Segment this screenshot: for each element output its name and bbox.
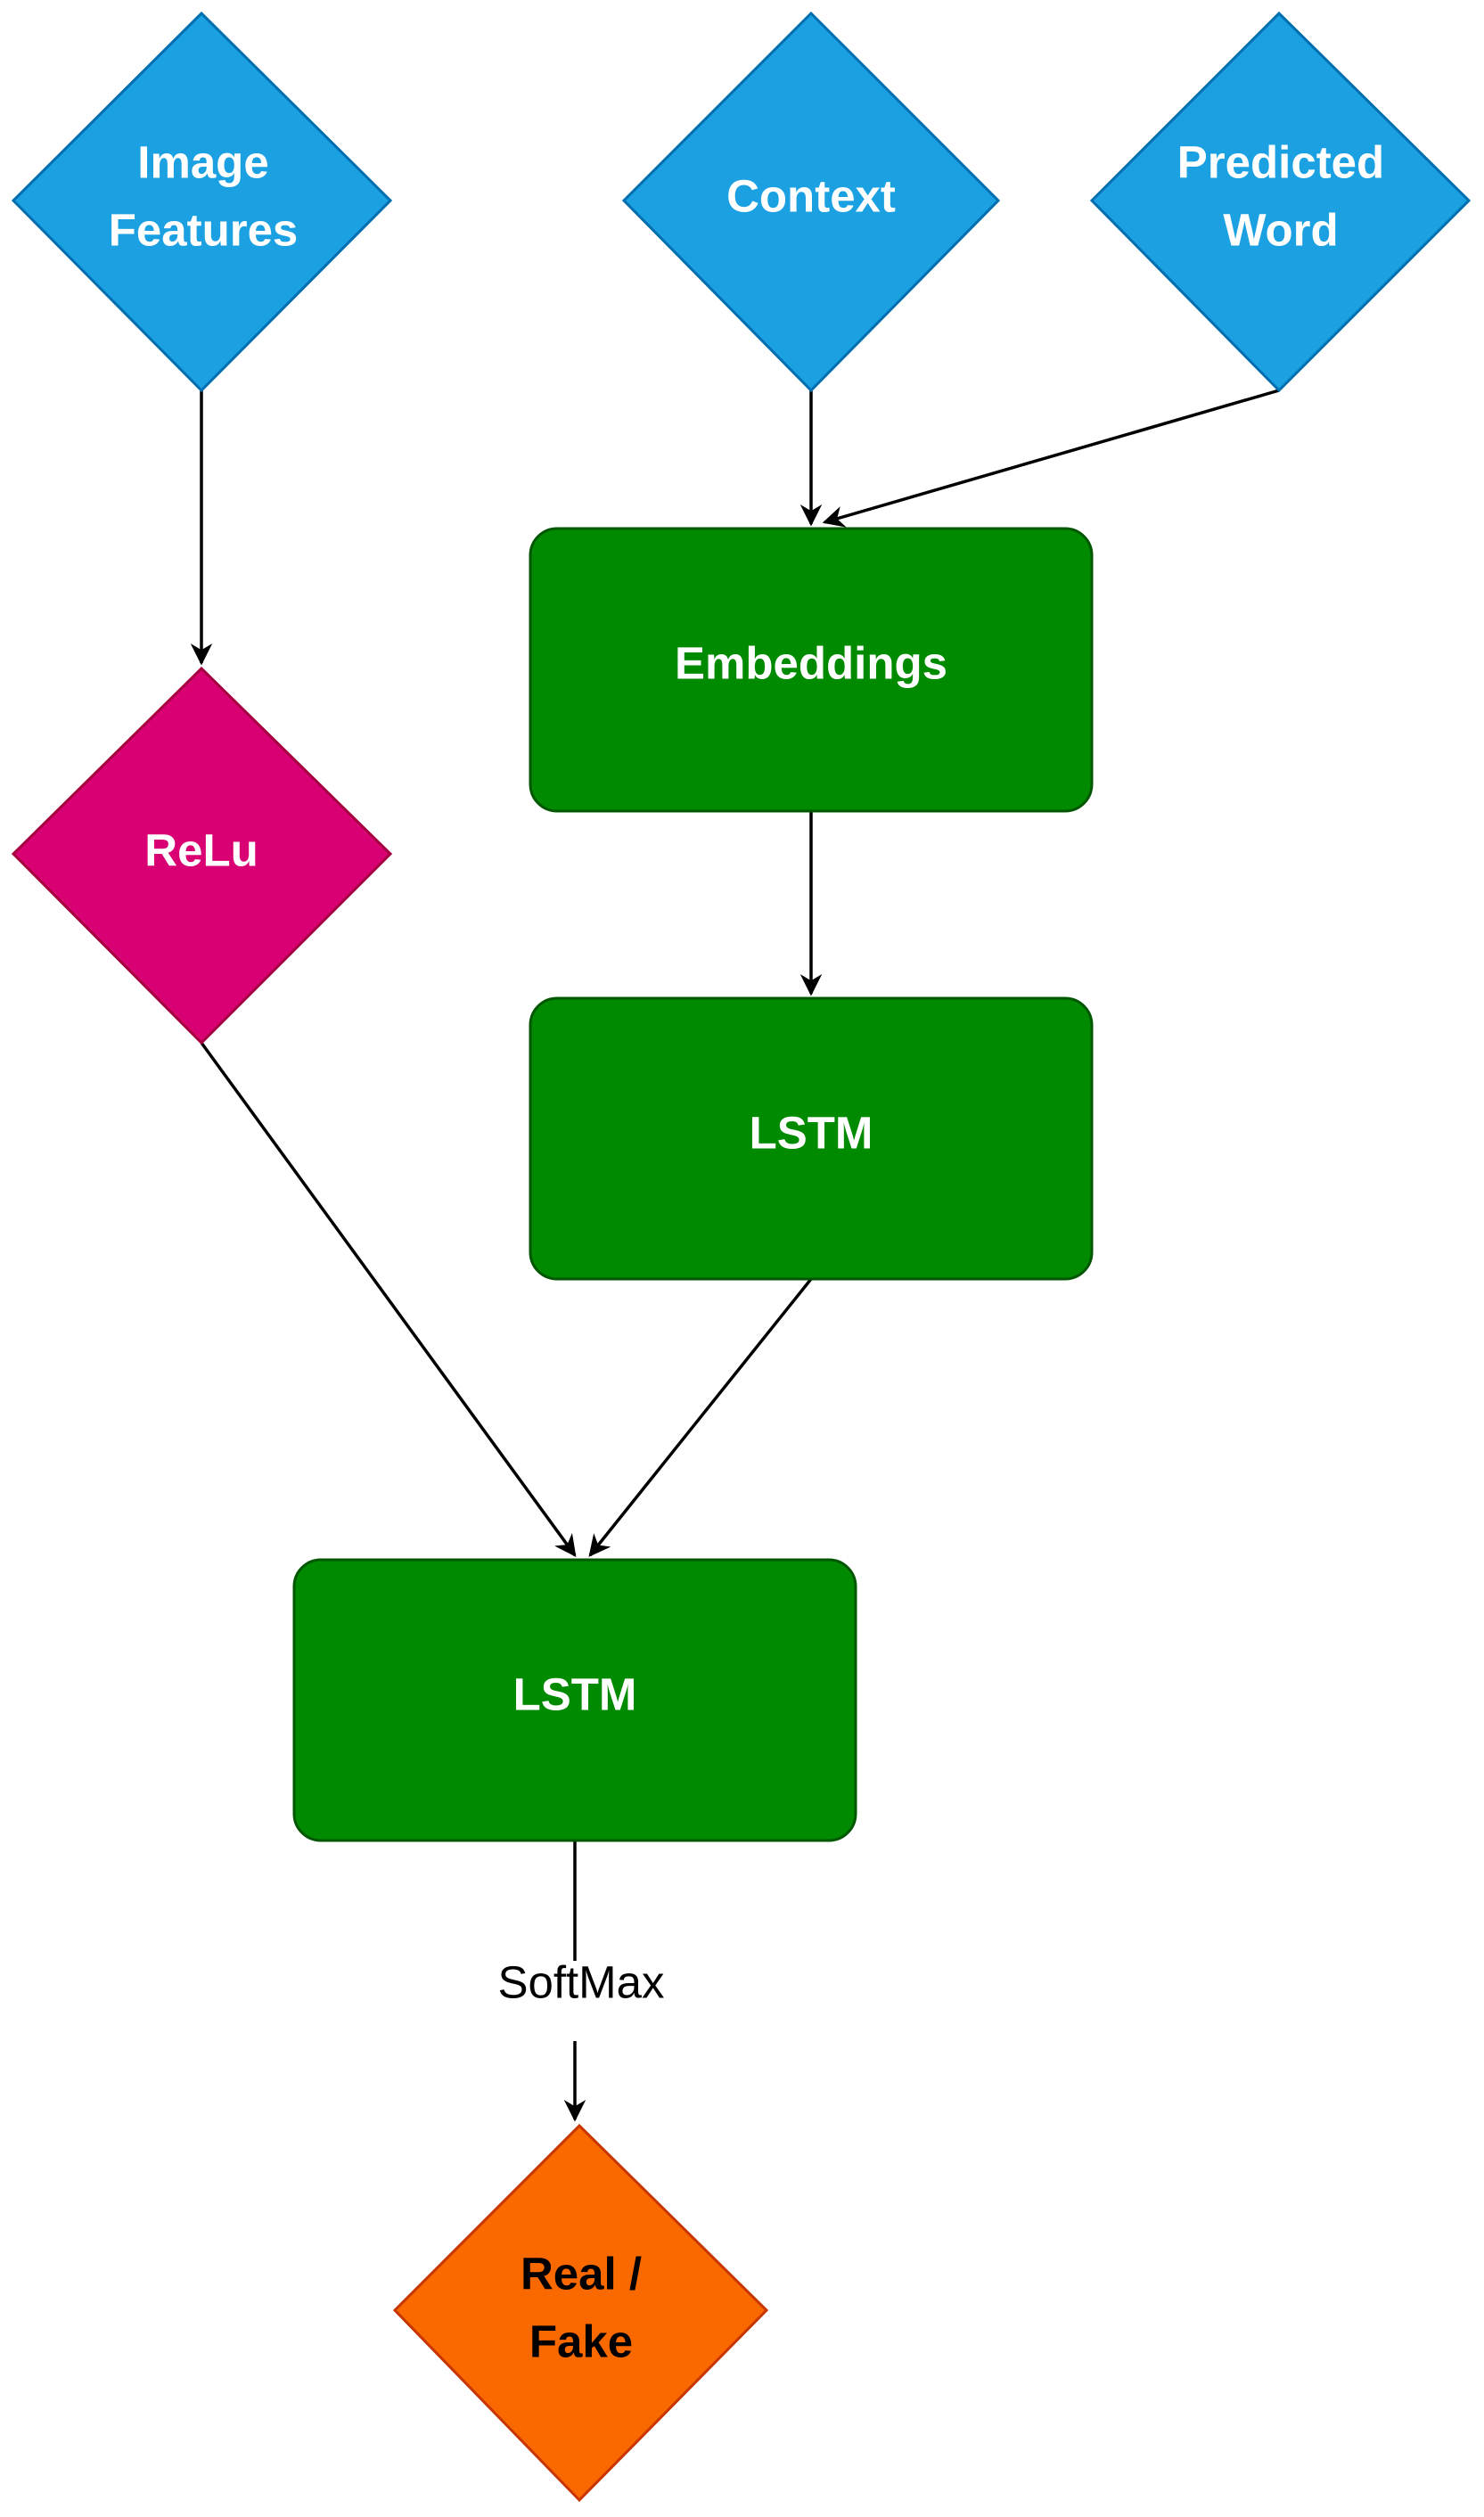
relu-node[interactable]: ReLu	[11, 666, 393, 1045]
edge-predicted-word-to-embeddings	[822, 389, 1280, 528]
lstm-top-label: LSTM	[750, 1107, 873, 1158]
context-label: Context	[726, 170, 896, 221]
output-label-line2: Fake	[529, 2316, 633, 2366]
relu-diamond	[11, 666, 393, 1045]
predicted-word-label-line1: Predicted	[1177, 136, 1384, 187]
relu-label: ReLu	[144, 824, 258, 875]
predicted-word-diamond	[1089, 11, 1472, 393]
output-label-line1: Real /	[521, 2248, 642, 2299]
image-features-label-line2: Features	[109, 204, 299, 255]
lstm-top-box	[529, 996, 1094, 1281]
embeddings-node[interactable]: Embeddings	[529, 527, 1094, 813]
image-features-diamond	[11, 11, 393, 393]
softmax-label: SoftMax	[497, 1956, 664, 2007]
edge-relu-to-lstm-bottom	[200, 1041, 577, 1557]
lstm-bottom-box	[292, 1558, 857, 1842]
softmax-label-background	[486, 1961, 664, 2014]
output-node[interactable]: Real / Fake	[392, 2123, 769, 2503]
output-diamond	[392, 2123, 769, 2503]
predicted-word-node[interactable]: Predicted Word	[1089, 11, 1472, 393]
lstm-bottom-label: LSTM	[513, 1668, 637, 1719]
predicted-word-label-line2: Word	[1223, 204, 1338, 255]
embeddings-label: Embeddings	[675, 637, 947, 688]
image-features-node[interactable]: Image Features	[11, 11, 393, 393]
edge-lstm-top-to-lstm-bottom	[588, 1277, 813, 1557]
embeddings-box	[529, 527, 1094, 813]
context-node[interactable]: Context	[621, 11, 1001, 393]
context-diamond	[621, 11, 1001, 393]
image-features-label-line1: Image	[137, 136, 268, 187]
lstm-bottom-node[interactable]: LSTM	[292, 1558, 857, 1842]
lstm-top-node[interactable]: LSTM	[529, 996, 1094, 1281]
